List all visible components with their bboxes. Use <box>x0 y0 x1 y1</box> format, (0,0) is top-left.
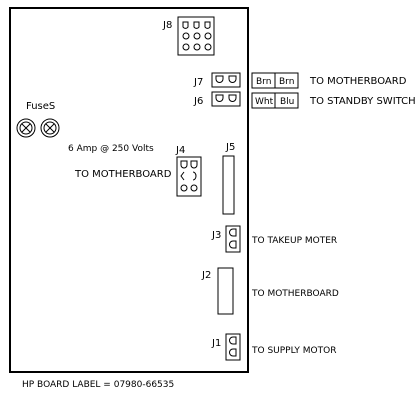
j7-label: J7 <box>193 77 203 88</box>
j2-connector <box>217 267 234 315</box>
board-label: HP BOARD LABEL = 07980-66535 <box>22 380 174 390</box>
j3-destination: TO TAKEUP MOTER <box>251 236 337 246</box>
j4-connector <box>176 156 202 197</box>
j7-destination: TO MOTHERBOARD <box>309 76 407 87</box>
j1-connector <box>225 333 241 361</box>
j3-label: J3 <box>211 230 221 241</box>
j7-wire-colors: Brn Brn <box>251 72 299 89</box>
fuse-right <box>40 118 60 138</box>
j1-label: J1 <box>211 338 221 349</box>
j1-destination: TO SUPPLY MOTOR <box>251 346 336 356</box>
j2-label: J2 <box>201 270 211 281</box>
j6-wire-right: Blu <box>280 97 294 107</box>
j6-label: J6 <box>193 96 203 107</box>
fuses-label: FuseS <box>26 101 55 112</box>
j2-destination: TO MOTHERBOARD <box>251 289 339 299</box>
j8-connector <box>177 16 215 56</box>
j5-label: J5 <box>225 142 235 153</box>
board-outline <box>9 7 249 373</box>
j5-connector <box>222 155 235 215</box>
j6-connector <box>211 91 241 107</box>
j7-connector <box>211 72 241 88</box>
j6-destination: TO STANDBY SWITCH <box>309 96 416 107</box>
j8-label: J8 <box>162 20 172 31</box>
j4-label: J4 <box>175 145 185 156</box>
fuse-left <box>16 118 36 138</box>
j3-connector <box>225 225 241 253</box>
j4-destination: TO MOTHERBOARD <box>74 169 172 180</box>
j7-wire-right: Brn <box>279 77 294 87</box>
j7-wire-left: Brn <box>256 77 271 87</box>
fuse-rating: 6 Amp @ 250 Volts <box>68 144 154 154</box>
j6-wire-colors: Wht Blu <box>251 92 299 109</box>
j6-wire-left: Wht <box>255 97 274 107</box>
